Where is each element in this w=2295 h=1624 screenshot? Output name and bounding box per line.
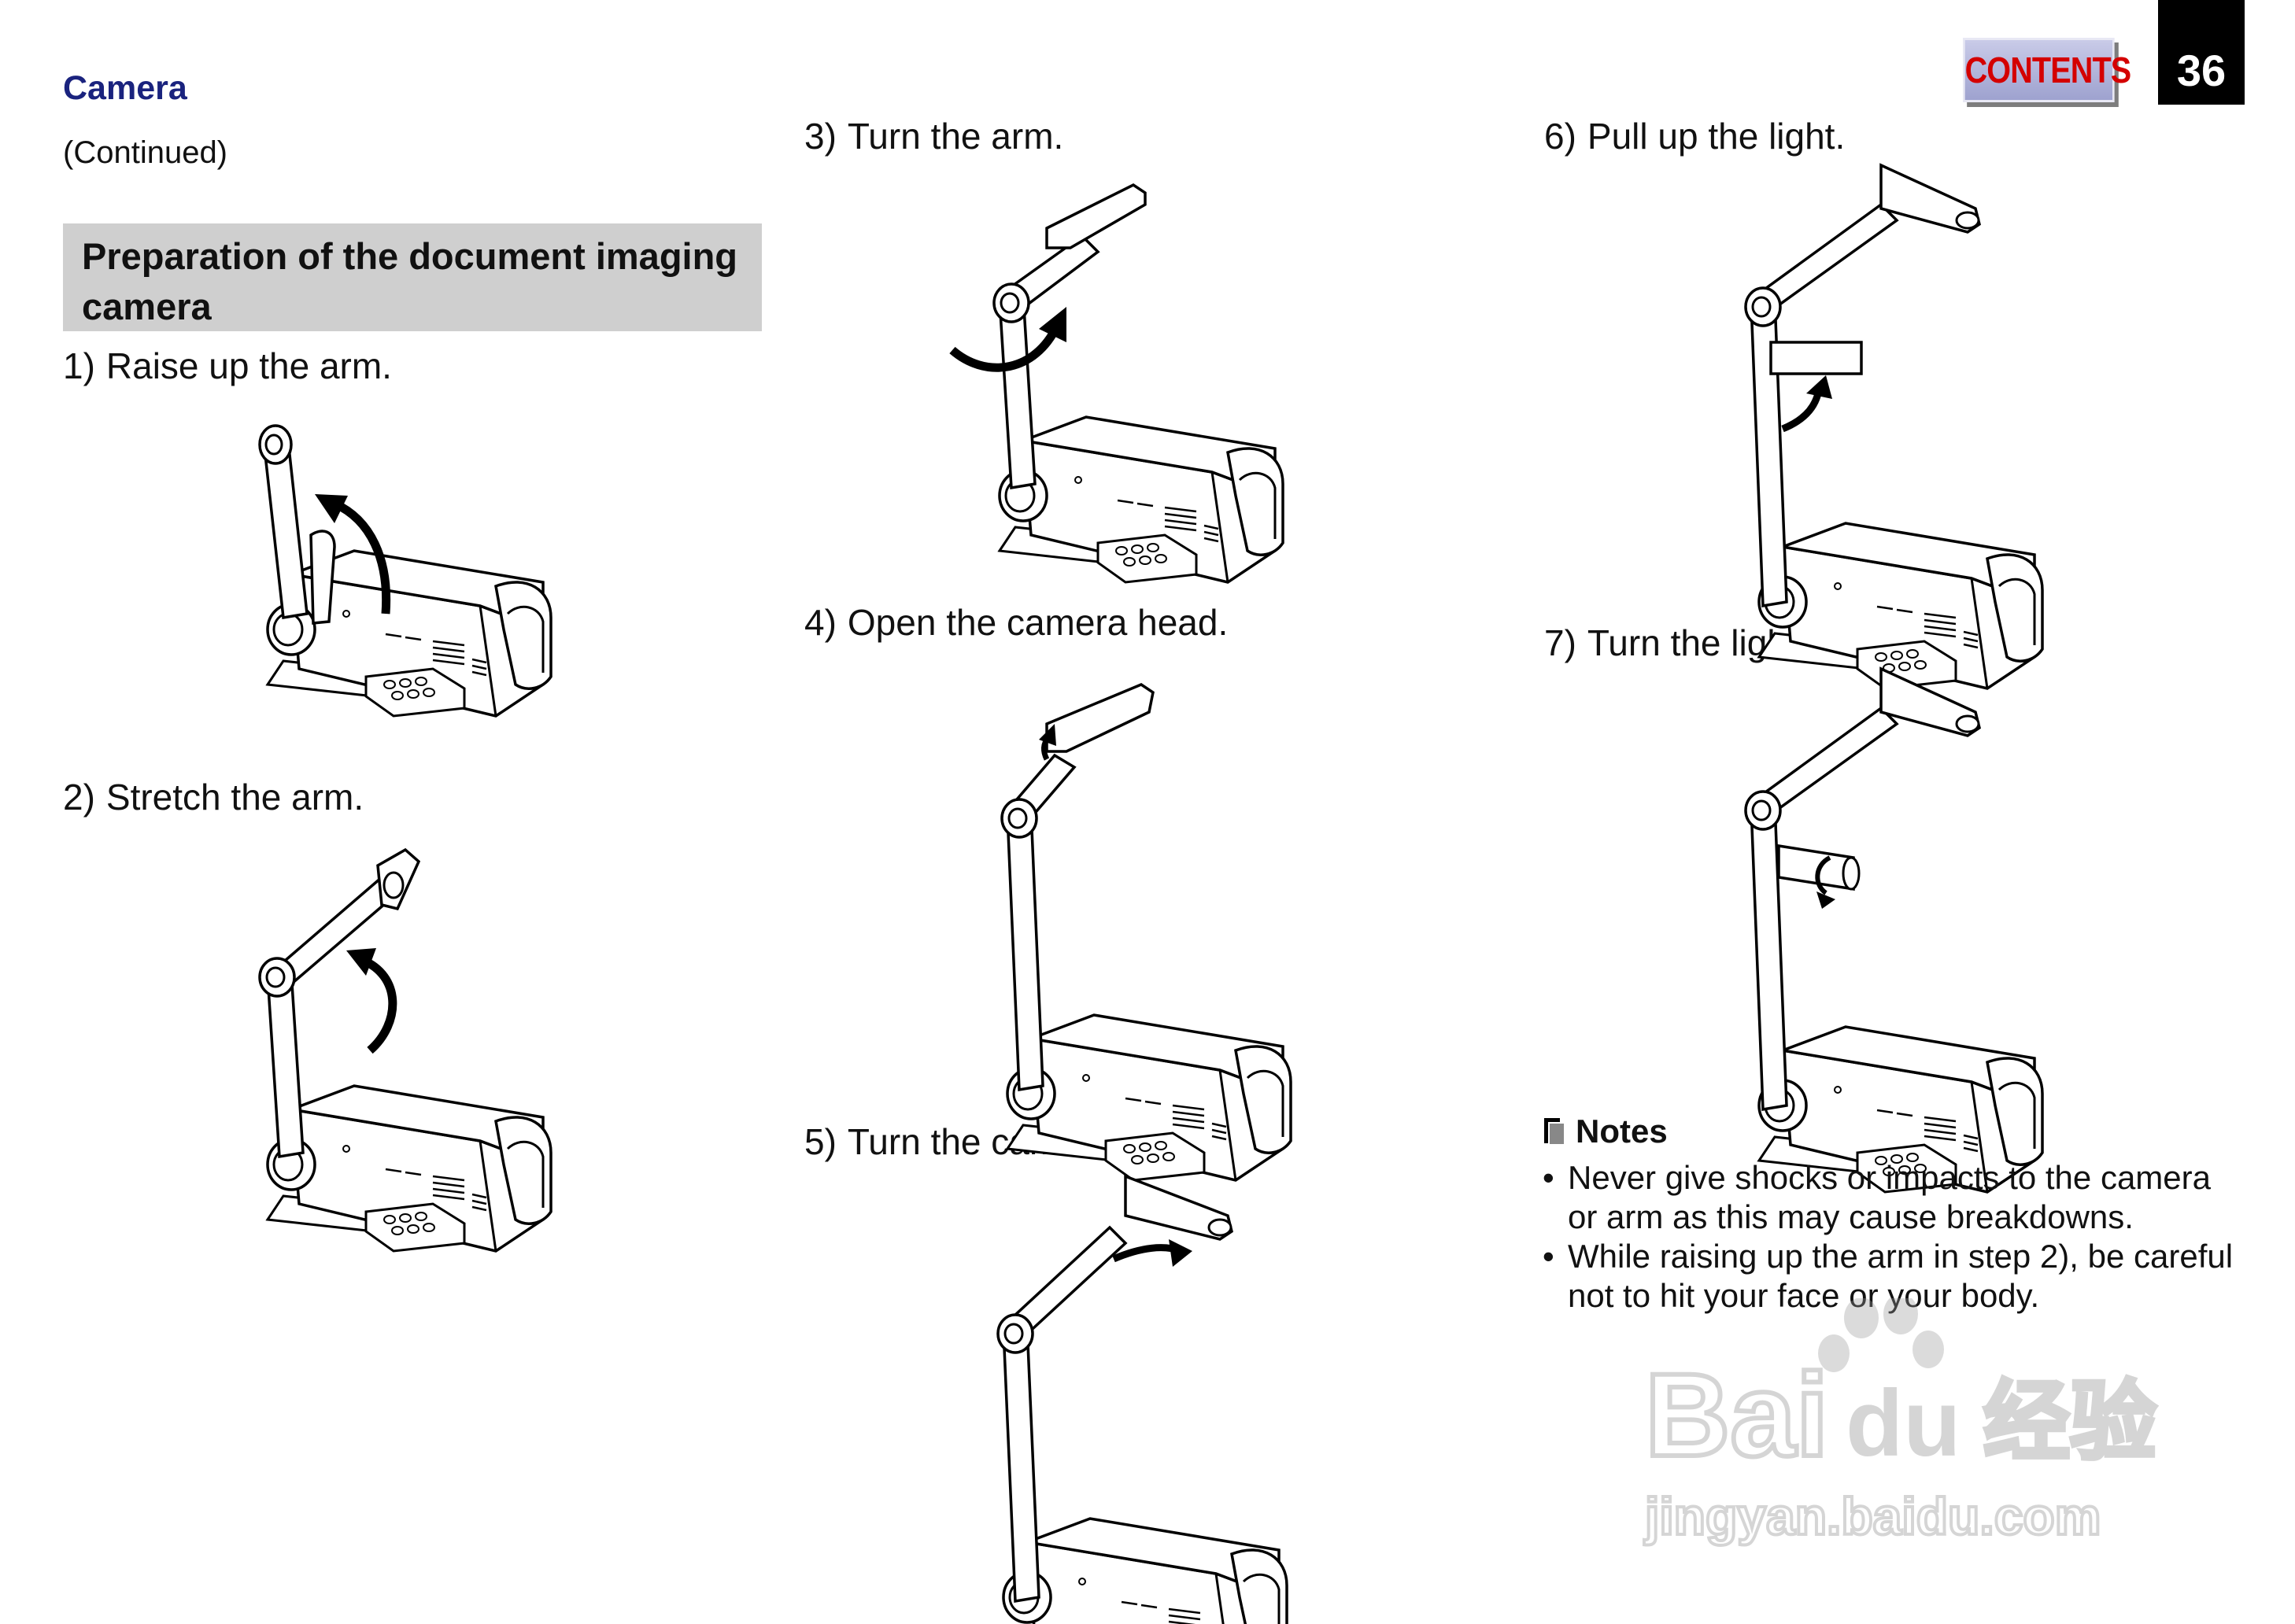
step-number: 6) [1544, 116, 1576, 157]
watermark-cn: 经验 [1983, 1371, 2156, 1472]
step-2-caption: 2)Stretch the arm. [63, 776, 364, 818]
section-label: Camera [63, 69, 187, 107]
watermark-brand: Bai [1645, 1349, 1828, 1481]
section-heading-line2: camera [82, 286, 212, 327]
step-6-illustration [1744, 163, 2044, 690]
section-heading: Preparation of the document imaging came… [63, 223, 762, 331]
contents-button[interactable]: CONTENTS [1963, 38, 2131, 102]
note-line: not to hit your face or your body. [1568, 1277, 2040, 1314]
step-text: Stretch the arm. [105, 777, 364, 818]
step-number: 7) [1544, 622, 1576, 663]
step-text: Turn the arm. [847, 116, 1064, 157]
step-3-caption: 3)Turn the arm. [804, 115, 1063, 157]
notes-icon [1543, 1116, 1566, 1146]
note-line: Never give shocks or impacts to the came… [1568, 1159, 2211, 1196]
curved-arrow-icon [360, 955, 397, 1054]
step-number: 2) [63, 777, 95, 818]
curved-arrow-icon [332, 499, 391, 615]
bullet: • [1543, 1159, 1554, 1196]
step-1-caption: 1)Raise up the arm. [63, 345, 392, 387]
step-4-illustration [1000, 683, 1292, 1182]
curved-arrow-icon [1781, 392, 1822, 433]
step-6-caption: 6) Pull up the light. [1544, 115, 1845, 157]
notes-title: Notes [1576, 1113, 1668, 1150]
watermark-url: jingyan.baidu.com [1643, 1487, 2101, 1545]
note-item: • While raising up the arm in step 2), b… [1543, 1237, 2251, 1316]
step-number: 1) [63, 345, 95, 386]
step-5-illustration [996, 1174, 1288, 1624]
baidu-watermark: Bai du 经验 jingyan.baidu.com [1637, 1294, 2188, 1550]
step-text: Pull up the light. [1587, 116, 1846, 157]
note-item: • Never give shocks or impacts to the ca… [1543, 1158, 2251, 1237]
notes-heading: Notes [1543, 1113, 1668, 1150]
step-number: 3) [804, 116, 837, 157]
section-heading-line1: Preparation of the document imaging [82, 235, 738, 277]
note-line: While raising up the arm in step 2), be … [1568, 1238, 2234, 1275]
curved-arrow-icon [1815, 855, 1831, 895]
step-7-illustration [1744, 666, 2044, 1194]
curved-arrow-icon [949, 328, 1059, 372]
step-number: 4) [804, 602, 837, 643]
step-2-illustration [258, 847, 552, 1253]
step-text: Raise up the arm. [105, 345, 392, 386]
note-line: or arm as this may cause breakdowns. [1568, 1198, 2134, 1235]
bullet: • [1543, 1238, 1554, 1275]
page-number: 36 [2158, 0, 2245, 105]
step-3-illustration [949, 183, 1284, 584]
continued-label: (Continued) [63, 135, 228, 170]
step-4-caption: 4)Open the camera head. [804, 601, 1228, 644]
step-1-illustration [258, 424, 552, 718]
step-number: 5) [804, 1121, 837, 1162]
step-text: Open the camera head. [847, 602, 1229, 643]
watermark-brand2: du [1846, 1371, 1961, 1476]
